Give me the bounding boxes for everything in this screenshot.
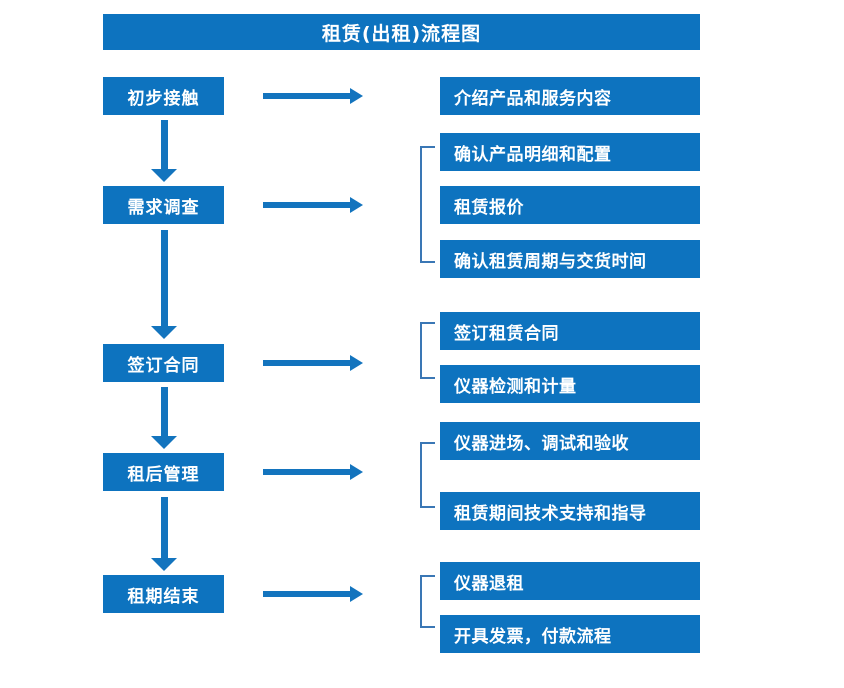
link-arrow-sign-contract xyxy=(263,355,363,371)
link-arrow-post-rental xyxy=(263,464,363,480)
flow-arrow-contract-to-management xyxy=(151,387,177,449)
detail-box-technical-support[interactable]: 租赁期间技术支持和指导 xyxy=(440,492,700,530)
flow-arrow-needs-to-contract xyxy=(151,230,177,340)
detail-box-instrument-inspection[interactable]: 仪器检测和计量 xyxy=(440,365,700,403)
group-bracket-rental-end xyxy=(420,575,435,628)
stage-box-initial-contact[interactable]: 初步接触 xyxy=(103,77,224,115)
stage-box-rental-end[interactable]: 租期结束 xyxy=(103,575,224,613)
link-arrow-rental-end xyxy=(263,586,363,602)
diagram-title: 租赁(出租)流程图 xyxy=(103,14,700,50)
stage-box-needs-survey[interactable]: 需求调查 xyxy=(103,186,224,224)
flow-arrow-management-to-end xyxy=(151,497,177,571)
detail-box-confirm-product-spec[interactable]: 确认产品明细和配置 xyxy=(440,133,700,171)
link-arrow-initial-contact xyxy=(263,88,363,104)
link-arrow-needs-survey xyxy=(263,197,363,213)
group-bracket-post-rental xyxy=(420,442,435,508)
stage-box-post-rental-management[interactable]: 租后管理 xyxy=(103,453,224,491)
group-bracket-sign-contract xyxy=(420,322,435,379)
detail-box-introduce-products[interactable]: 介绍产品和服务内容 xyxy=(440,77,700,115)
stage-box-sign-contract[interactable]: 签订合同 xyxy=(103,344,224,382)
detail-box-confirm-period-delivery[interactable]: 确认租赁周期与交货时间 xyxy=(440,240,700,278)
detail-box-instrument-return[interactable]: 仪器退租 xyxy=(440,562,700,600)
detail-box-invoice-payment[interactable]: 开具发票，付款流程 xyxy=(440,615,700,653)
detail-box-rental-quote[interactable]: 租赁报价 xyxy=(440,186,700,224)
flow-arrow-initial-to-needs xyxy=(151,120,177,182)
detail-box-instrument-installation[interactable]: 仪器进场、调试和验收 xyxy=(440,422,700,460)
detail-box-sign-rental-contract[interactable]: 签订租赁合同 xyxy=(440,312,700,350)
group-bracket-needs-survey xyxy=(420,146,435,263)
